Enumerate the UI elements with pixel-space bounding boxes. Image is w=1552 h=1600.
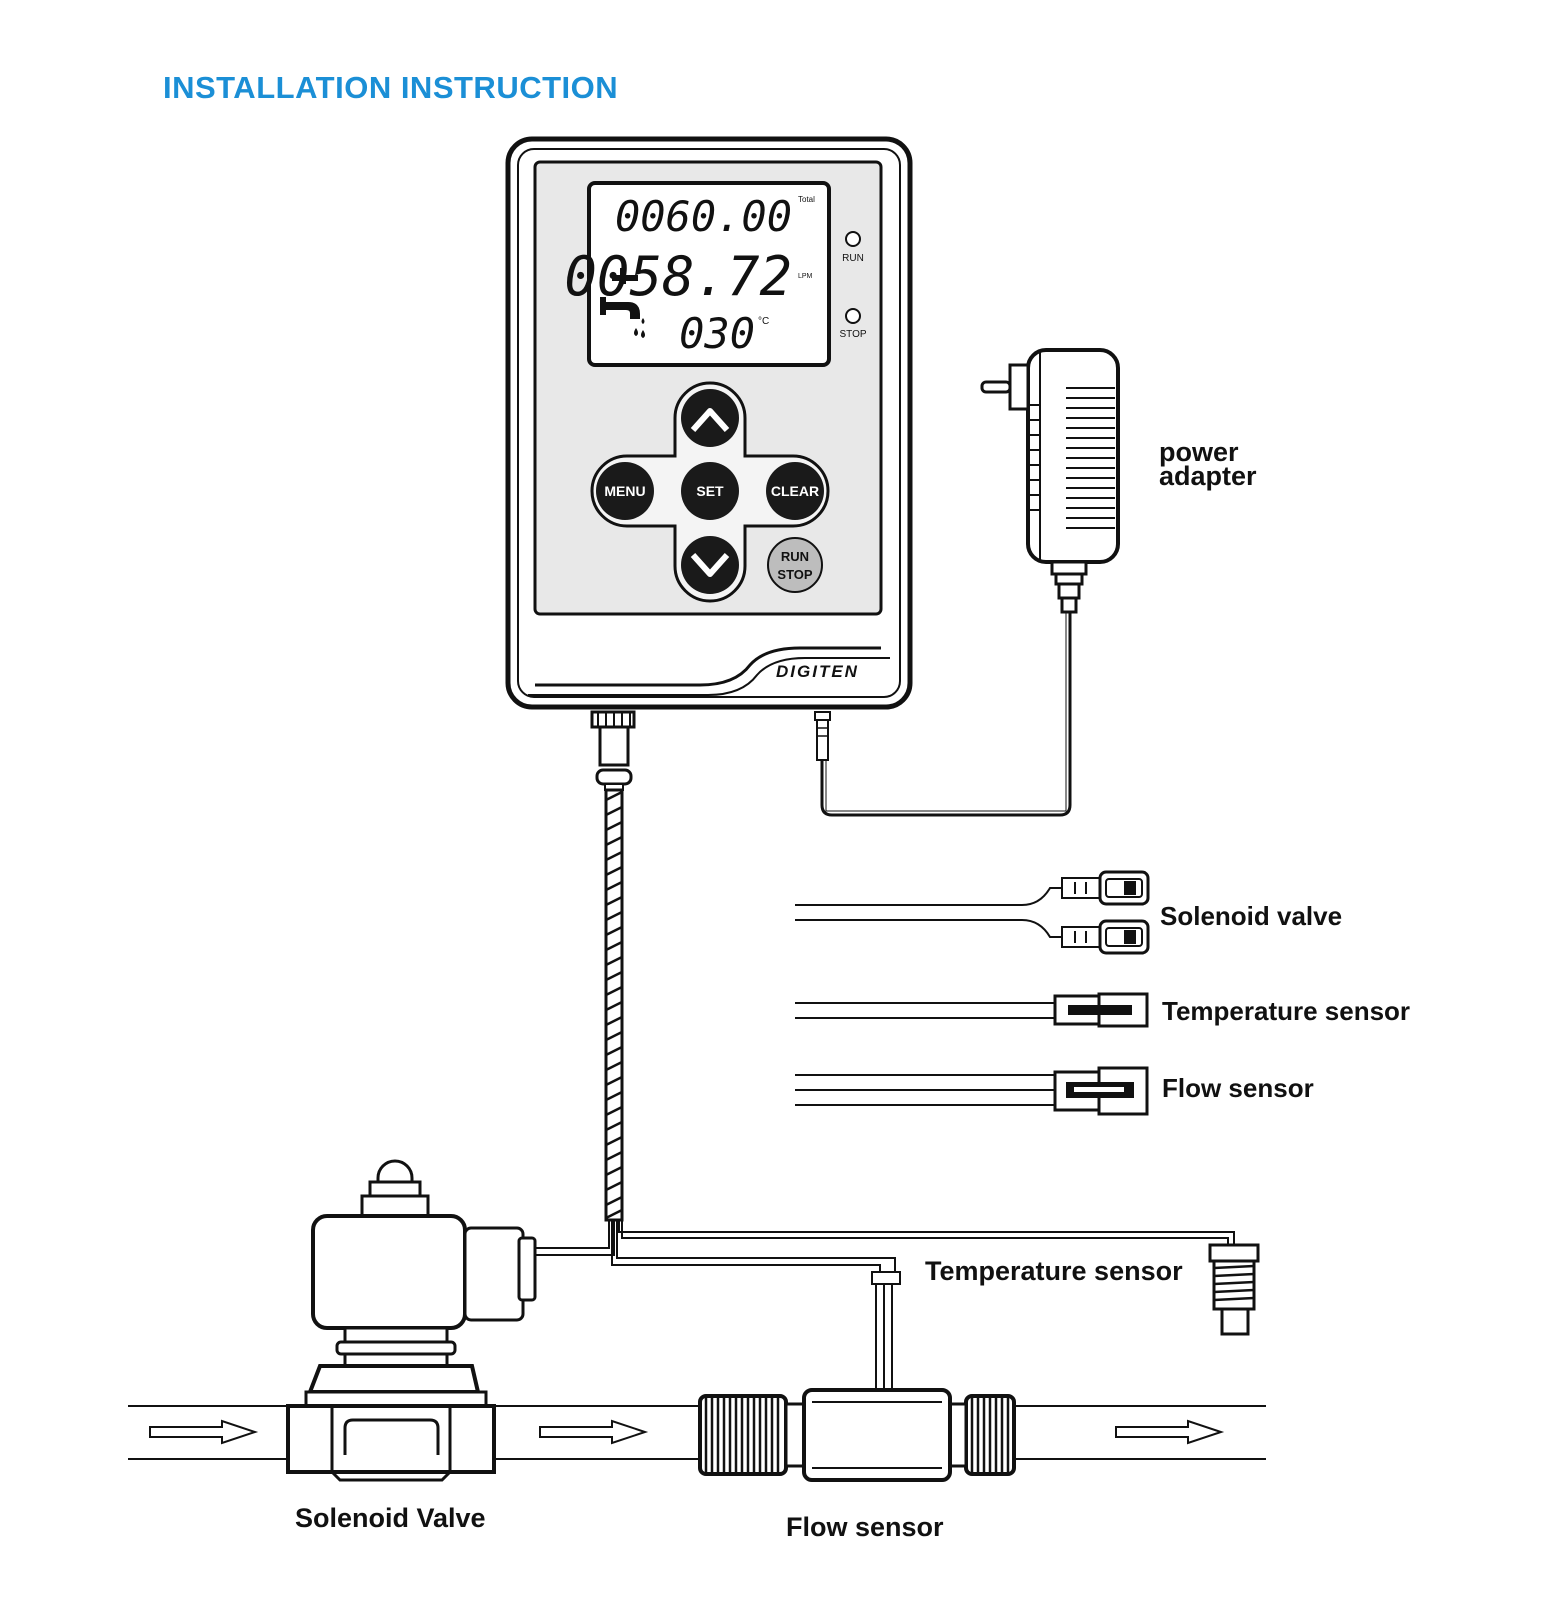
power-cable-inner [825,612,1067,812]
flow-sensor-wire-connector [795,1066,1149,1116]
run-stop-button[interactable]: RUN STOP [767,537,823,593]
lcd-total-value: 0060.00 [615,192,792,241]
set-button-label: SET [696,483,724,499]
solenoid-valve-wire-terminals [795,870,1150,955]
cable-gland-connector [590,710,636,791]
lcd-total-unit: Total [798,195,815,204]
temperature-sensor-probe [1208,1243,1260,1336]
flow-arrow-icon [1115,1419,1225,1445]
run-led-icon [845,231,861,247]
solenoid-valve-wire-label: Solenoid valve [1160,901,1342,931]
solenoid-valve-label: Solenoid Valve [295,1503,486,1533]
run-indicator-label: RUN [842,253,864,264]
temperature-sensor-wire-label: Temperature sensor [1162,996,1410,1026]
lcd-flow-value: 0058.72 [564,245,792,308]
menu-button[interactable]: MENU [596,462,654,520]
solenoid-coil [311,1214,467,1330]
set-button[interactable]: SET [681,462,739,520]
power-adapter [980,348,1120,614]
lcd-temp-unit: °C [758,316,769,327]
power-cable [820,612,1072,817]
flow-sensor [698,1271,1016,1482]
device-bottom-trim [535,646,881,687]
temperature-sensor-label: Temperature sensor [925,1256,1183,1286]
power-adapter-label-line2: adapter [1159,461,1257,491]
flow-controller-device: DIGITEN 0060.00 Total 0058.72 LPM 030 °C [505,136,913,791]
spade-terminal-icon [1061,919,1150,955]
stop-indicator-label: STOP [839,329,866,340]
solenoid-valve-body [286,1404,496,1474]
adapter-fins [1066,387,1115,529]
clear-button[interactable]: CLEAR [766,462,824,520]
adapter-strain-relief [1050,560,1088,614]
lcd-flow-unit: LPM [798,273,813,280]
solenoid-valve [286,1159,537,1482]
run-stop-button-run-label: RUN [781,549,809,564]
lcd-temp-value: 030 [679,309,755,358]
chevron-up-icon [690,408,730,433]
spade-terminal-icon [1061,870,1150,906]
flow-arrow-icon [539,1419,649,1445]
wire-to-temperature-sensor [618,1220,1235,1245]
down-button[interactable] [681,536,739,594]
wire-to-solenoid [535,1220,615,1256]
run-indicator: RUN [842,231,864,264]
power-adapter-label-line1: power [1159,437,1239,467]
diagram-title: INSTALLATION INSTRUCTION [163,70,618,105]
run-stop-button-stop-label: STOP [777,567,812,582]
brand-logo: DIGITEN [776,662,859,681]
flow-sensor-wire-label: Flow sensor [1162,1073,1314,1103]
temperature-sensor-wire-connector [795,992,1149,1028]
dc-power-jack [814,711,831,761]
clear-button-label: CLEAR [771,483,819,499]
adapter-body [1026,348,1120,564]
device-inner-bezel [517,148,901,698]
wire-to-flow-sensor [611,1220,896,1272]
spiral-wrapped-cable [604,788,624,1222]
up-button[interactable] [681,389,739,447]
stop-led-icon [845,308,861,324]
menu-button-label: MENU [604,483,645,499]
flow-arrow-icon [149,1419,259,1445]
device-bottom-trim-inner [528,657,890,696]
faucet-icon [600,268,645,338]
flow-sensor-label: Flow sensor [786,1512,944,1542]
chevron-down-icon [690,552,730,577]
adapter-plug-icon [980,363,1030,411]
lcd-screen [587,181,831,367]
stop-indicator: STOP [839,308,867,340]
flow-sensor-body [802,1388,952,1482]
lcd-display: 0060.00 Total 0058.72 LPM 030 °C [564,181,831,367]
